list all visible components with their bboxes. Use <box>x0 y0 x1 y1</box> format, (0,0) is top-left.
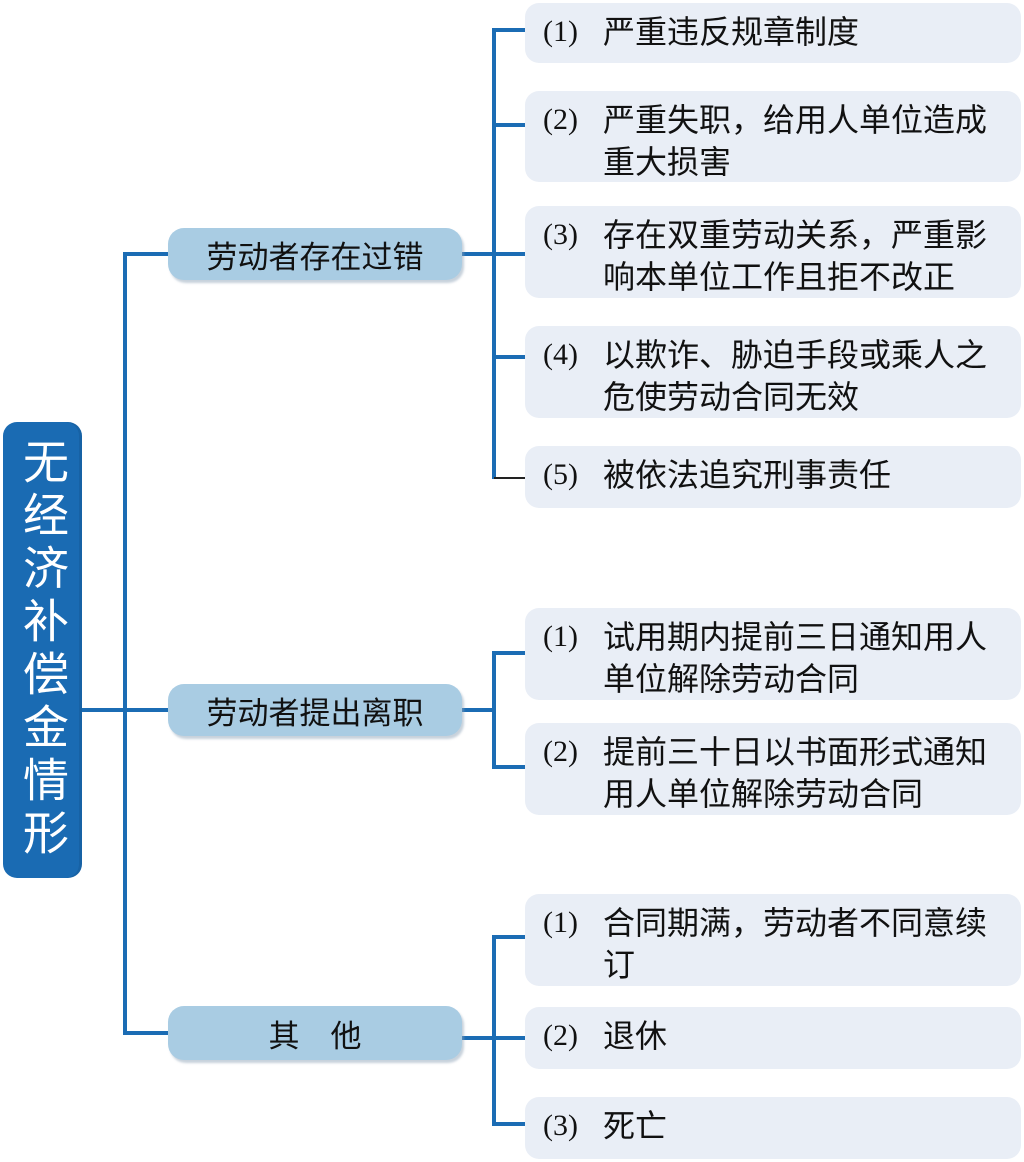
stub-branch1-leaf1 <box>492 28 527 32</box>
branch-node-worker-resign: 劳动者提出离职 <box>168 684 462 736</box>
leaf-text: 提前三十日以书面形式通知 用人单位解除劳动合同 <box>603 734 988 812</box>
leaf-node: (2) 提前三十日以书面形式通知 用人单位解除劳动合同 <box>525 723 1021 815</box>
leaf-number: (2) <box>543 103 578 136</box>
branch-label: 其 他 <box>268 1018 362 1054</box>
leaf-node: (4) 以欺诈、胁迫手段或乘人之 危使劳动合同无效 <box>525 326 1021 418</box>
branch-label: 劳动者提出离职 <box>206 695 424 731</box>
branch3-rail-line <box>492 935 496 1126</box>
leaf-number: (4) <box>543 338 578 371</box>
root-node: 无经济补偿金情形 <box>3 422 82 878</box>
leaf-text: 死亡 <box>603 1108 668 1144</box>
leaf-text: 严重失职，给用人单位造成 重大损害 <box>603 102 988 180</box>
stub-branch3-leaf1 <box>492 935 527 939</box>
leaf-node: (1) 严重违反规章制度 <box>525 3 1021 63</box>
leaf-node: (3) 存在双重劳动关系，严重影 响本单位工作且拒不改正 <box>525 206 1021 298</box>
leaf-node: (5) 被依法追究刑事责任 <box>525 446 1021 508</box>
leaf-node: (1) 合同期满，劳动者不同意续 订 <box>525 894 1021 986</box>
leaf-node: (2) 严重失职，给用人单位造成 重大损害 <box>525 91 1021 182</box>
leaf-node: (1) 试用期内提前三日通知用人 单位解除劳动合同 <box>525 608 1021 700</box>
leaf-text: 以欺诈、胁迫手段或乘人之 危使劳动合同无效 <box>603 337 988 415</box>
leaf-node: (3) 死亡 <box>525 1097 1021 1159</box>
stub-branch1-leaf2 <box>492 123 527 127</box>
stub-branch1-leaf3 <box>492 252 527 256</box>
branch-label: 劳动者存在过错 <box>206 239 424 275</box>
leaf-number: (1) <box>543 906 578 939</box>
leaf-number: (3) <box>543 1109 578 1142</box>
leaf-number: (2) <box>543 735 578 768</box>
leaf-number: (1) <box>543 620 578 653</box>
root-label: 无经济补偿金情形 <box>17 438 68 862</box>
trunk-line <box>123 252 127 1035</box>
branch-node-worker-fault: 劳动者存在过错 <box>168 228 462 280</box>
stub-branch2-leaf1 <box>492 651 527 655</box>
connector-trunk-to-branch1 <box>123 252 168 256</box>
branch-node-other: 其 他 <box>168 1006 462 1060</box>
stub-branch3-leaf3 <box>492 1122 527 1126</box>
branch2-rail-line <box>492 651 496 769</box>
stub-branch2-leaf2 <box>492 765 527 769</box>
leaf-text: 退休 <box>603 1018 668 1054</box>
leaf-text: 试用期内提前三日通知用人 单位解除劳动合同 <box>603 619 988 697</box>
leaf-text: 存在双重劳动关系，严重影 响本单位工作且拒不改正 <box>603 217 988 295</box>
stub-branch1-leaf5 <box>494 477 530 479</box>
leaf-node: (2) 退休 <box>525 1007 1021 1069</box>
connector-branch2-main <box>460 708 496 712</box>
leaf-number: (3) <box>543 218 578 251</box>
leaf-text: 严重违反规章制度 <box>603 14 860 50</box>
leaf-text: 被依法追究刑事责任 <box>603 457 892 493</box>
connector-trunk-to-branch3 <box>123 1031 168 1035</box>
stub-branch1-leaf4 <box>492 355 527 359</box>
leaf-number: (5) <box>543 458 578 491</box>
leaf-number: (2) <box>543 1019 578 1052</box>
connector-branch1-main <box>460 252 496 256</box>
leaf-text: 合同期满，劳动者不同意续 订 <box>603 905 988 983</box>
leaf-number: (1) <box>543 15 578 48</box>
